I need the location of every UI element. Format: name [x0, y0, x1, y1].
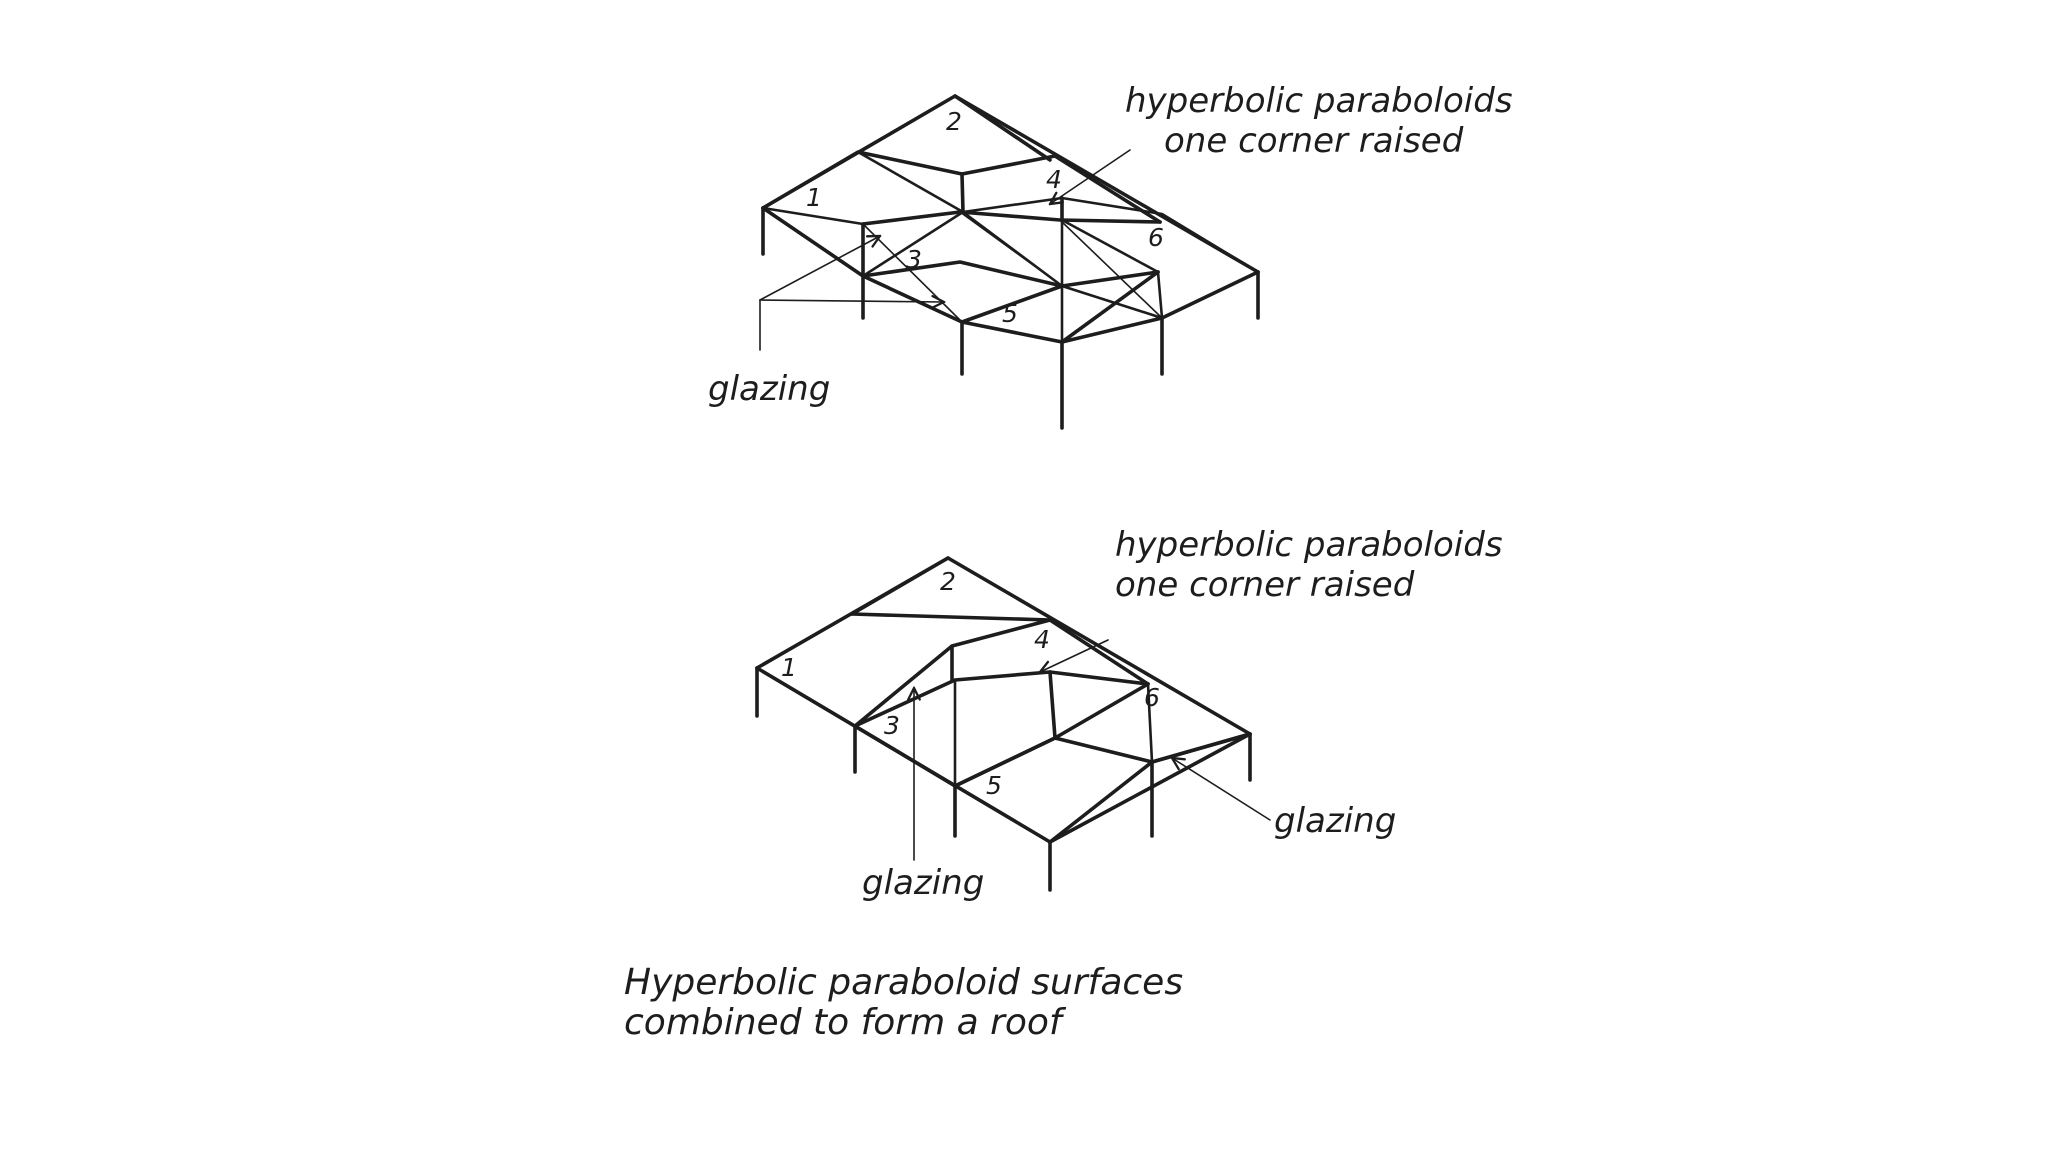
caption-line-2: combined to form a roof	[624, 1002, 1067, 1043]
bottom-annotation-line-2: one corner raised	[1115, 565, 1415, 605]
top-columns	[761, 206, 1260, 430]
bottom-roof-diagram: 1 2 3 4 5 6 hyperbolic paraboloids one c…	[755, 525, 1503, 903]
bottom-panel-number-5: 5	[986, 771, 1002, 800]
bottom-panel-number-1: 1	[781, 653, 797, 682]
top-panel-number-5: 5	[1002, 299, 1018, 328]
top-panel-number-6: 6	[1148, 223, 1164, 252]
bottom-panel-number-3: 3	[884, 711, 900, 740]
bottom-panel-number-4: 4	[1034, 625, 1050, 654]
top-panel-number-4: 4	[1046, 165, 1062, 194]
top-annotation-line-1: hyperbolic paraboloids	[1125, 81, 1513, 121]
top-annotation-arrow	[1050, 149, 1131, 204]
bottom-glazing-label-left: glazing	[862, 863, 984, 903]
top-annotation-line-2: one corner raised	[1164, 121, 1464, 161]
bottom-annotation-arrow	[1040, 639, 1109, 672]
bottom-columns	[755, 666, 1252, 892]
bottom-panel-number-6: 6	[1144, 683, 1160, 712]
bottom-panel-number-2: 2	[940, 567, 956, 596]
top-panel-number-2: 2	[946, 107, 962, 136]
top-glazing-arrow-lower	[759, 300, 944, 302]
figure-caption: Hyperbolic paraboloid surfaces combined …	[624, 962, 1183, 1043]
top-panel-number-3: 3	[906, 245, 922, 274]
top-glazing-label: glazing	[708, 369, 830, 409]
bottom-glazing-arrow-right	[1172, 758, 1271, 821]
top-hypar-panels	[761, 94, 1260, 344]
caption-line-1: Hyperbolic paraboloid surfaces	[624, 962, 1183, 1003]
top-roof-diagram: 1 2 3 4 5 6 hyperbolic paraboloids one c…	[708, 81, 1513, 430]
top-glazing-arrow-upper	[759, 236, 880, 301]
top-panel-number-1: 1	[806, 183, 822, 212]
bottom-glazing-label-right: glazing	[1274, 801, 1396, 841]
bottom-annotation-line-1: hyperbolic paraboloids	[1115, 525, 1503, 565]
